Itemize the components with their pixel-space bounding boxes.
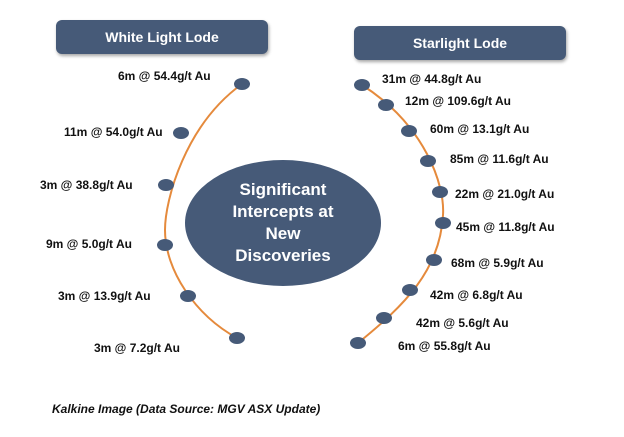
starlight-intercept-node (354, 79, 370, 91)
white-light-intercept-node (158, 179, 174, 191)
white-light-intercept-label: 6m @ 54.4g/t Au (118, 69, 211, 83)
white-light-intercept-node (229, 332, 245, 344)
starlight-intercept-node (432, 186, 448, 198)
white-light-arc (163, 83, 243, 339)
starlight-intercept-node (435, 217, 451, 229)
starlight-intercept-label: 22m @ 21.0g/t Au (455, 187, 555, 201)
white-light-intercept-node (173, 127, 189, 139)
starlight-intercept-label: 60m @ 13.1g/t Au (430, 122, 530, 136)
center-title-line: New (265, 224, 301, 243)
white-light-lode-header: White Light Lode (56, 20, 268, 54)
image-caption: Kalkine Image (Data Source: MGV ASX Upda… (52, 402, 321, 416)
starlight-intercept-label: 45m @ 11.8g/t Au (456, 220, 555, 234)
center-title-line: Intercepts at (232, 202, 334, 221)
starlight-intercept-label: 85m @ 11.6g/t Au (450, 152, 549, 166)
white-light-intercept-label: 3m @ 38.8g/t Au (40, 178, 133, 192)
white-light-intercept-node (180, 290, 196, 302)
starlight-intercept-node (350, 337, 366, 349)
white-light-intercept-label: 3m @ 13.9g/t Au (58, 289, 151, 303)
intercept-nodes (157, 78, 451, 349)
starlight-intercept-node (420, 155, 436, 167)
white-light-intercept-label: 11m @ 54.0g/t Au (64, 125, 163, 139)
starlight-intercept-node (378, 99, 394, 111)
starlight-intercept-label: 42m @ 6.8g/t Au (430, 288, 523, 302)
white-light-intercept-node (157, 239, 173, 251)
starlight-intercept-label: 12m @ 109.6g/t Au (405, 94, 511, 108)
center-circle (185, 160, 381, 286)
white-light-intercept-label: 9m @ 5.0g/t Au (46, 237, 132, 251)
white-light-intercept-node (234, 78, 250, 90)
starlight-intercept-node (426, 254, 442, 266)
center-title-line: Discoveries (235, 246, 331, 265)
starlight-intercept-label: 42m @ 5.6g/t Au (416, 316, 509, 330)
starlight-intercept-label: 68m @ 5.9g/t Au (451, 256, 544, 270)
starlight-intercept-label: 6m @ 55.8g/t Au (398, 339, 491, 353)
white-light-intercept-label: 3m @ 7.2g/t Au (94, 341, 180, 355)
starlight-intercept-node (401, 125, 417, 137)
starlight-intercept-node (376, 312, 392, 324)
starlight-intercept-label: 31m @ 44.8g/t Au (382, 72, 482, 86)
starlight-lode-header: Starlight Lode (354, 26, 566, 60)
center-title-line: Significant (239, 180, 327, 199)
starlight-intercept-node (402, 284, 418, 296)
center-title: Significant Intercepts at New Discoverie… (185, 160, 381, 286)
